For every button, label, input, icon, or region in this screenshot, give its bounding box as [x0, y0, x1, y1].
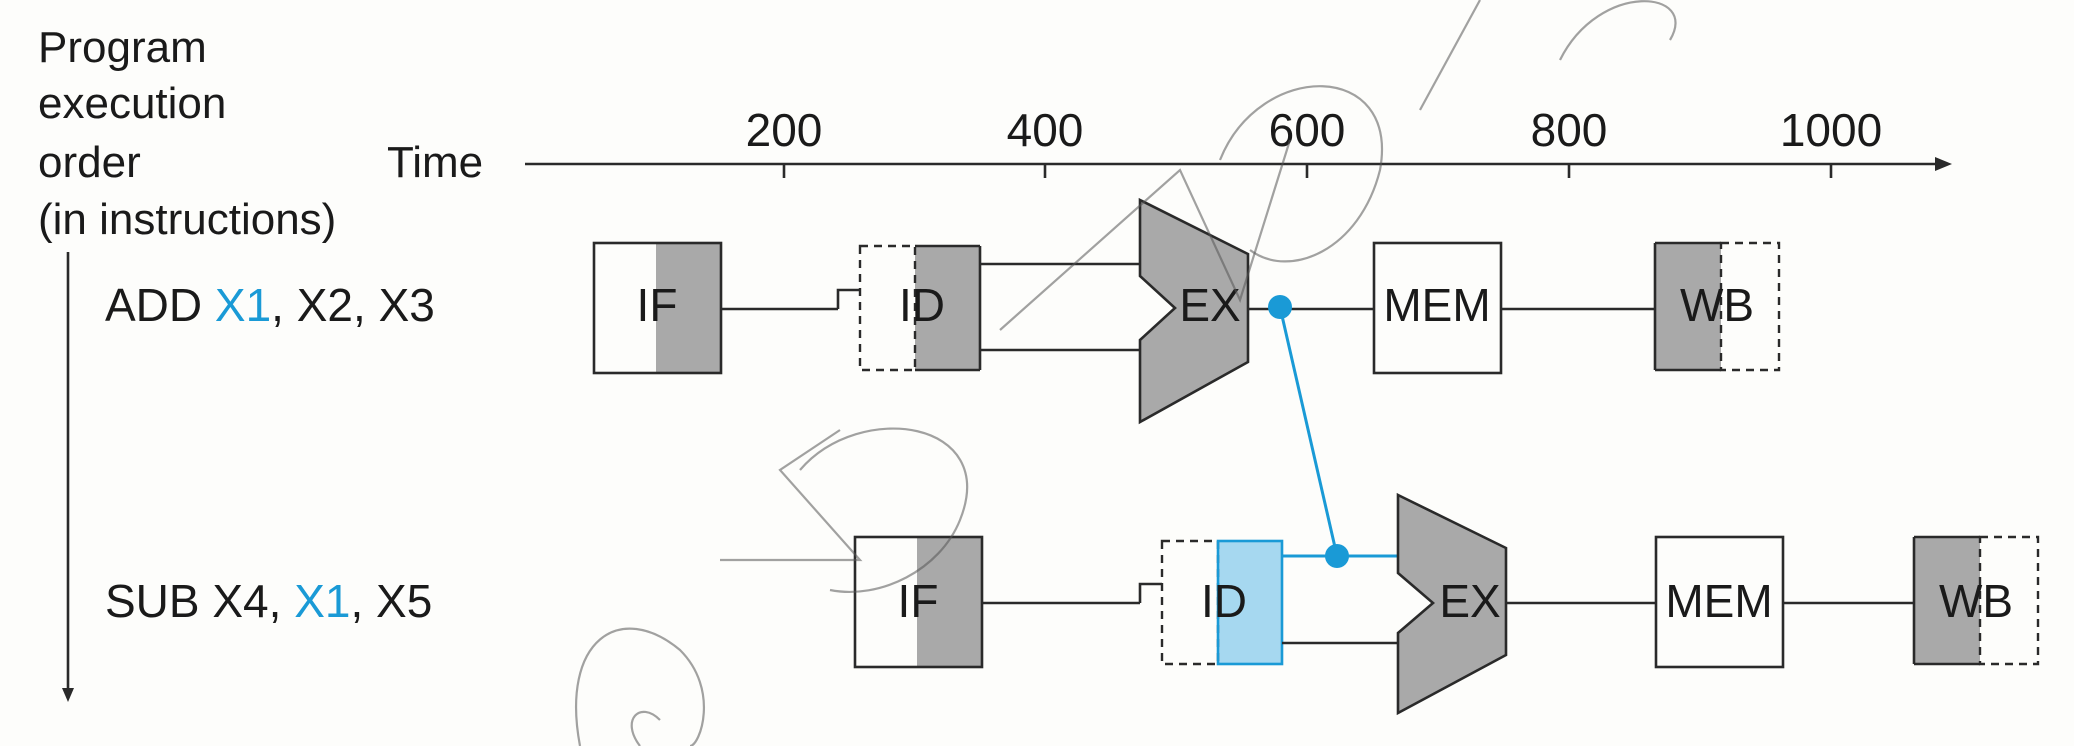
order-label-line-3: order — [38, 138, 141, 187]
tick-label-400: 400 — [1007, 104, 1084, 156]
order-label-line-2: execution — [38, 79, 226, 128]
instruction-sub-label: SUB X4, X1, X5 — [105, 575, 432, 627]
add-id-stage: ID — [858, 244, 982, 372]
time-label: Time — [387, 138, 483, 187]
sub-id-label: ID — [1201, 575, 1247, 627]
sub-if-stage: IF — [853, 535, 984, 669]
execution-order-arrow — [62, 252, 74, 702]
sub-wb-stage: WB — [1912, 535, 2040, 666]
add-wb-label: WB — [1680, 279, 1754, 331]
add-mem-label: MEM — [1383, 279, 1490, 331]
forward-source-dot — [1268, 295, 1292, 319]
forwarding-path — [1268, 295, 1349, 568]
sub-ex-label: EX — [1439, 575, 1500, 627]
add-ex-label: EX — [1179, 279, 1240, 331]
sub-mem-label: MEM — [1665, 575, 1772, 627]
sub-if-label: IF — [898, 575, 939, 627]
tick-label-1000: 1000 — [1780, 104, 1882, 156]
time-axis — [525, 157, 1952, 178]
watermark-strokes — [575, 0, 1677, 746]
sub-ex-alu: EX — [1396, 492, 1508, 716]
add-ex-alu: EX — [1138, 197, 1250, 425]
order-label-line-4: (in instructions) — [38, 195, 336, 244]
sub-wb-label: WB — [1939, 575, 2013, 627]
tick-label-800: 800 — [1531, 104, 1608, 156]
sub-pipeline: IF ID EX MEM WB — [853, 492, 2040, 716]
tick-label-600: 600 — [1269, 104, 1346, 156]
sub-mem-stage: MEM — [1654, 535, 1785, 669]
add-wb-stage: WB — [1653, 241, 1781, 372]
add-if-stage: IF — [592, 241, 723, 375]
forward-target-dot — [1325, 544, 1349, 568]
execution-order-label: Program execution order (in instructions… — [38, 23, 336, 244]
add-id-label: ID — [899, 279, 945, 331]
sub-id-stage: ID — [1160, 539, 1284, 666]
order-label-line-1: Program — [38, 23, 207, 72]
tick-label-200: 200 — [746, 104, 823, 156]
add-if-label: IF — [637, 279, 678, 331]
add-mem-stage: MEM — [1372, 241, 1503, 375]
add-pipeline: IF ID EX MEM — [592, 197, 1781, 425]
instruction-add-label: ADD X1, X2, X3 — [105, 279, 435, 331]
